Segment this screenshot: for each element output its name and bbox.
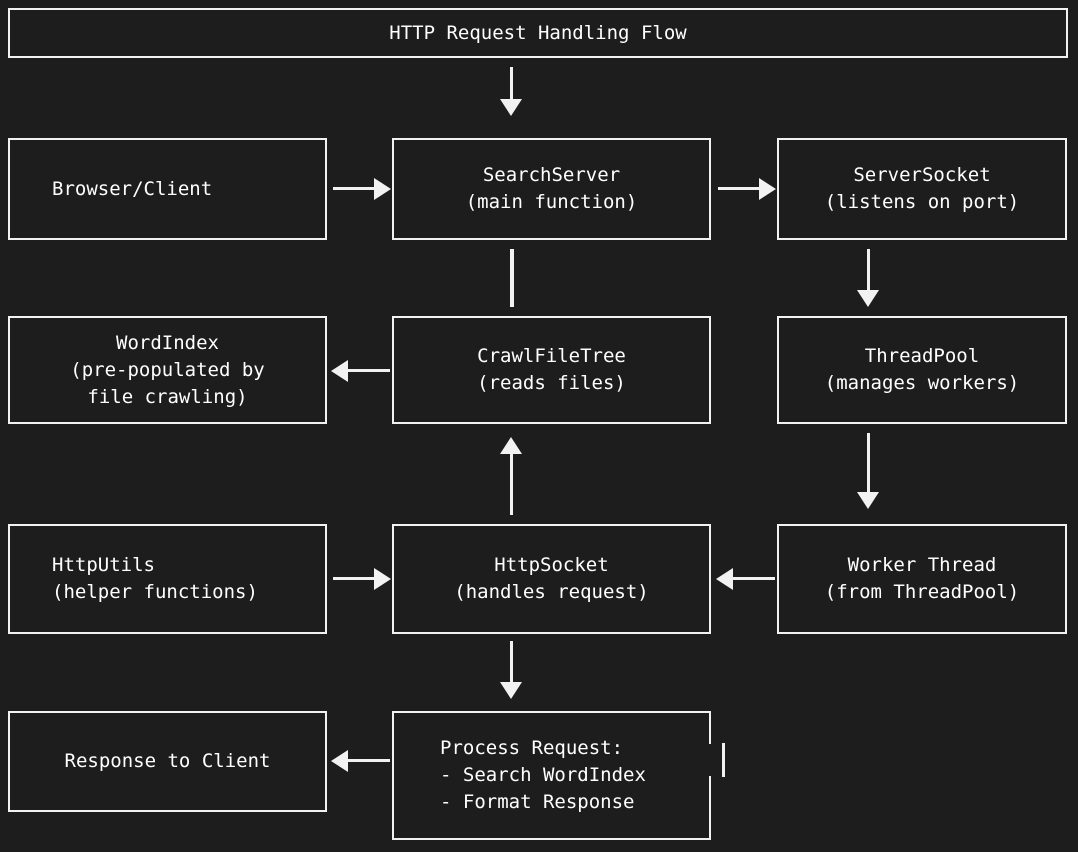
node-label-thread-pool: ThreadPool (manages workers) <box>824 345 1020 394</box>
node-label-http-utils: HttpUtils (helper functions) <box>52 554 258 603</box>
node-search-server[interactable]: SearchServer (main function) <box>392 138 711 240</box>
arrowhead-serversocket-to-threadpool <box>857 290 879 307</box>
node-label-search-server: SearchServer (main function) <box>465 164 638 213</box>
node-label-crawl-file-tree: CrawlFileTree (reads files) <box>477 345 626 394</box>
connector-httpsocket-to-processrequest <box>510 641 513 683</box>
node-label-response-to-client: Response to Client <box>64 750 271 772</box>
connector-searchserver-to-crawlfiletree <box>510 249 514 307</box>
node-worker-thread[interactable]: Worker Thread (from ThreadPool) <box>777 524 1067 634</box>
node-thread-pool[interactable]: ThreadPool (manages workers) <box>777 316 1067 424</box>
node-browser-client[interactable]: Browser/Client <box>8 138 327 240</box>
connector-httpsocket-to-crawlfiletree <box>510 453 513 515</box>
arrowhead-searchserver-to-serversocket <box>759 178 776 200</box>
connector-processrequest-to-response <box>348 759 390 762</box>
connector-title-to-searchserver <box>510 67 513 100</box>
node-http-utils[interactable]: HttpUtils (helper functions) <box>8 524 327 634</box>
arrowhead-title-to-searchserver <box>500 99 522 116</box>
arrowhead-workerthread-to-httpsocket <box>716 568 733 590</box>
node-response-to-client[interactable]: Response to Client <box>8 711 327 812</box>
node-label-browser-client: Browser/Client <box>52 177 213 200</box>
connector-serversocket-to-threadpool <box>867 249 870 291</box>
node-label-word-index: WordIndex (pre-populated by file crawlin… <box>70 331 265 408</box>
node-label-server-socket: ServerSocket (listens on port) <box>824 164 1020 213</box>
arrowhead-httpsocket-to-crawlfiletree <box>500 437 522 454</box>
arrowhead-threadpool-to-workerthread <box>857 492 879 509</box>
arrowhead-browser-to-searchserver <box>374 178 391 200</box>
node-server-socket[interactable]: ServerSocket (listens on port) <box>777 138 1067 240</box>
node-process-request[interactable]: Process Request: - Search WordIndex - Fo… <box>392 711 711 840</box>
node-http-socket[interactable]: HttpSocket (handles request) <box>392 524 711 634</box>
node-label-http-socket: HttpSocket (handles request) <box>454 554 649 603</box>
node-crawl-file-tree[interactable]: CrawlFileTree (reads files) <box>392 316 711 424</box>
connector-crawlfiletree-to-wordindex <box>348 369 390 372</box>
connector-workerthread-to-httpsocket <box>733 577 775 580</box>
connector-httputils-to-httpsocket <box>333 577 375 580</box>
node-label-process-request: Process Request: - Search WordIndex - Fo… <box>440 737 646 813</box>
arrowhead-httputils-to-httpsocket <box>374 568 391 590</box>
diagram-title-box: HTTP Request Handling Flow <box>8 8 1068 58</box>
page-title: HTTP Request Handling Flow <box>389 22 687 44</box>
arrowhead-processrequest-to-response <box>331 750 348 772</box>
connector-threadpool-to-workerthread <box>867 433 870 493</box>
connector-searchserver-to-serversocket <box>718 187 760 190</box>
process-request-border-gap <box>707 744 712 776</box>
arrowhead-httpsocket-to-processrequest <box>500 682 522 699</box>
connector-browser-to-searchserver <box>333 187 375 190</box>
connector-stub-process-request <box>722 743 725 777</box>
node-word-index[interactable]: WordIndex (pre-populated by file crawlin… <box>8 316 327 424</box>
node-label-worker-thread: Worker Thread (from ThreadPool) <box>824 554 1020 603</box>
arrowhead-crawlfiletree-to-wordindex <box>331 360 348 382</box>
